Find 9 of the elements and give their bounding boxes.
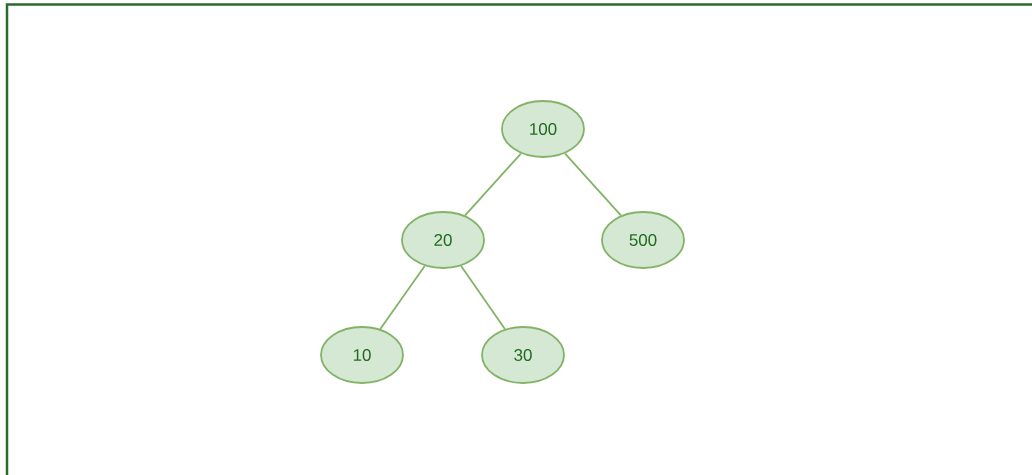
tree-edge [464, 152, 522, 217]
tree-edge [379, 265, 426, 330]
tree-node: 30 [481, 326, 565, 384]
tree-edge [564, 152, 622, 217]
tree-node: 10 [320, 326, 404, 384]
tree-node: 100 [501, 100, 585, 158]
tree-node: 20 [401, 211, 485, 269]
tree-edge [460, 265, 506, 330]
tree-node: 500 [601, 211, 685, 269]
